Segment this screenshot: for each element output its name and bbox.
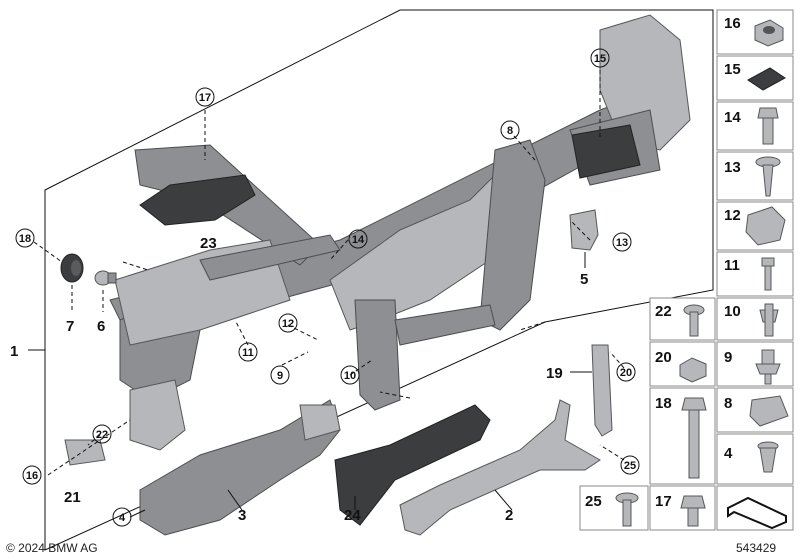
thumb-22-bolt xyxy=(683,304,705,337)
svg-text:22: 22 xyxy=(96,429,108,441)
callout-16: 16 xyxy=(22,465,42,485)
table-num-8: 8 xyxy=(724,395,732,412)
plain-labels: 1 2 3 5 6 7 19 21 23 24 xyxy=(10,235,588,524)
callout-4: 4 xyxy=(112,507,132,527)
part-6-bushing[interactable] xyxy=(94,270,117,286)
callout-18: 18 xyxy=(15,228,35,248)
callout-13: 13 xyxy=(612,232,632,252)
svg-text:25: 25 xyxy=(624,460,636,472)
svg-text:16: 16 xyxy=(26,470,38,482)
table-num-10: 10 xyxy=(724,303,741,320)
part-5-bracket[interactable] xyxy=(569,209,599,251)
leader-lines xyxy=(28,70,625,518)
assembly-outline xyxy=(44,9,714,551)
callout-12: 12 xyxy=(278,313,298,333)
table-num-18: 18 xyxy=(655,395,672,412)
table-num-17: 17 xyxy=(655,493,672,510)
svg-text:8: 8 xyxy=(507,125,513,137)
label-19: 19 xyxy=(546,365,563,382)
front-structure-assembly[interactable] xyxy=(109,14,691,451)
callout-9: 9 xyxy=(270,365,290,385)
part-21-clip[interactable] xyxy=(64,439,106,466)
svg-text:12: 12 xyxy=(282,318,294,330)
callout-8: 8 xyxy=(500,120,520,140)
circle-callouts: 4 8 9 10 11 12 13 14 15 16 17 18 20 22 2… xyxy=(15,48,640,527)
callout-15: 15 xyxy=(590,48,610,68)
thumb-8-clip xyxy=(749,395,789,427)
parts-table: 16 15 14 13 12 11 22 10 20 9 18 8 4 25 1… xyxy=(579,9,794,531)
table-num-22: 22 xyxy=(655,303,672,320)
thumb-17-bolt xyxy=(680,495,706,527)
thumb-4-expansion-rivet xyxy=(757,441,779,473)
svg-text:13: 13 xyxy=(616,237,628,249)
table-num-13: 13 xyxy=(724,159,741,176)
part-3-duct[interactable] xyxy=(139,399,341,536)
callout-14: 14 xyxy=(348,229,368,249)
thumb-symbol-arrow xyxy=(727,496,787,530)
table-num-12: 12 xyxy=(724,207,741,224)
thumb-15-pad xyxy=(747,67,786,91)
copyright-text: © 2024 BMW AG xyxy=(6,541,98,555)
part-7-buffer[interactable] xyxy=(60,253,84,283)
callout-20: 20 xyxy=(616,362,636,382)
label-6: 6 xyxy=(97,318,105,335)
label-2: 2 xyxy=(505,507,513,524)
svg-text:15: 15 xyxy=(594,53,606,65)
thumb-9-stud xyxy=(755,349,781,385)
part-24-channel[interactable] xyxy=(334,404,491,526)
table-num-14: 14 xyxy=(724,109,741,126)
thumb-20-nut xyxy=(679,357,707,383)
thumb-16-nut xyxy=(754,19,784,47)
table-num-25: 25 xyxy=(585,493,602,510)
callout-11: 11 xyxy=(238,342,258,362)
part-15-foam-block[interactable] xyxy=(571,124,641,179)
label-23: 23 xyxy=(200,235,217,252)
callout-25: 25 xyxy=(620,455,640,475)
svg-text:20: 20 xyxy=(620,367,632,379)
thumb-25-bolt xyxy=(615,492,639,527)
part-23-insulation[interactable] xyxy=(139,174,256,226)
label-1: 1 xyxy=(10,343,18,360)
svg-text:18: 18 xyxy=(19,233,31,245)
thumb-13-screw xyxy=(755,156,781,197)
table-num-20: 20 xyxy=(655,349,672,366)
label-5: 5 xyxy=(580,271,588,288)
part-2-support-arm[interactable] xyxy=(399,399,601,536)
thumb-10-stud xyxy=(759,303,779,337)
table-num-9: 9 xyxy=(724,349,732,366)
table-num-4: 4 xyxy=(724,445,733,462)
label-7: 7 xyxy=(66,318,74,335)
table-num-15: 15 xyxy=(724,61,741,78)
label-21: 21 xyxy=(64,489,81,506)
thumb-18-bolt xyxy=(681,397,707,479)
svg-text:9: 9 xyxy=(277,370,283,382)
part-19-bracket[interactable] xyxy=(591,344,613,437)
svg-text:14: 14 xyxy=(352,234,365,246)
svg-text:10: 10 xyxy=(344,370,356,382)
table-num-16: 16 xyxy=(724,15,741,32)
diagram-id: 543429 xyxy=(736,541,776,555)
thumb-14-bolt xyxy=(757,107,779,145)
svg-text:4: 4 xyxy=(119,512,126,524)
thumb-12-clip xyxy=(745,206,786,246)
callout-22: 22 xyxy=(92,424,112,444)
callout-17: 17 xyxy=(195,87,215,107)
label-24: 24 xyxy=(344,507,361,524)
label-3: 3 xyxy=(238,507,246,524)
callout-10: 10 xyxy=(340,365,360,385)
table-num-11: 11 xyxy=(724,257,740,274)
thumb-11-stud xyxy=(761,257,775,291)
svg-text:17: 17 xyxy=(199,92,211,104)
svg-text:11: 11 xyxy=(242,347,254,359)
